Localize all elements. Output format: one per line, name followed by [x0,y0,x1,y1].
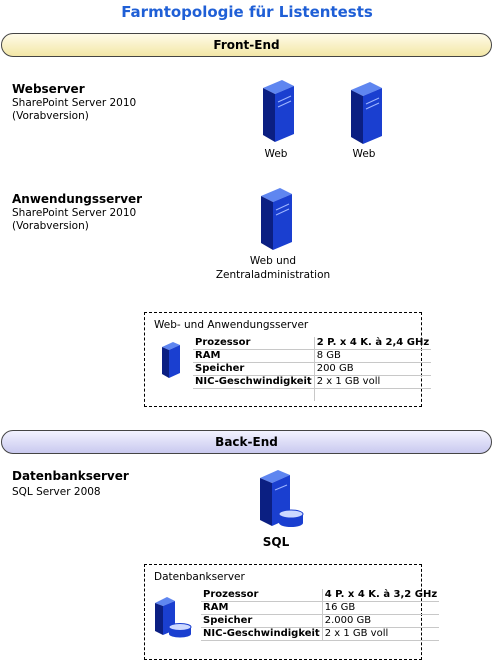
db-server-heading: Datenbankserver [12,469,129,483]
spec-box-title: Web- und Anwendungsserver [154,319,309,331]
db-spec-box: Datenbankserver Prozessor 4 P. x 4 K. à … [144,564,440,660]
server-icon [162,342,180,378]
spec-value: 8 GB [313,349,432,363]
spec-key: Speicher [201,614,323,628]
spec-value: 2 x 1 GB voll [313,375,432,389]
spec-row-storage: Speicher 200 GB [193,362,432,376]
webserver-sub-version: (Vorabversion) [12,110,89,122]
spec-row-processor: Prozessor 2 P. x 4 K. à 2,4 GHz [193,337,432,350]
spec-key-empty [193,389,314,402]
spec-row-ram: RAM 16 GB [201,601,440,615]
spec-box-title: Datenbankserver [154,571,245,583]
app-server-sub-version: (Vorabversion) [12,220,89,232]
spec-value: 2.000 GB [321,614,440,628]
spec-value: 2 P. x 4 K. à 2,4 GHz [313,337,432,350]
spec-key: NIC-Geschwindigkeit [201,627,323,641]
server-icon [351,82,382,144]
spec-value: 200 GB [313,362,432,376]
database-server-icon [260,470,304,527]
server-icon [263,80,294,142]
spec-key: RAM [193,349,315,363]
database-server-icon [155,597,192,638]
app-server-label-line2: Zentraladministration [215,269,331,281]
spec-row-empty [193,388,432,402]
server-label-web-1: Web [264,148,288,160]
web-app-spec-box: Web- und Anwendungsserver Prozessor 2 P.… [144,312,432,407]
webserver-sub-product: SharePoint Server 2010 [12,97,137,109]
spec-row-nic: NIC-Geschwindigkeit 2 x 1 GB voll [193,375,432,389]
spec-key: NIC-Geschwindigkeit [193,375,315,389]
server-icon [261,188,292,250]
db-spec-table: Prozessor 4 P. x 4 K. à 3,2 GHz RAM 16 G… [201,589,440,641]
web-app-spec-table: Prozessor 2 P. x 4 K. à 2,4 GHz RAM 8 GB… [193,337,432,402]
webserver-heading: Webserver [12,82,85,96]
back-end-band: Back-End [1,430,492,454]
spec-row-storage: Speicher 2.000 GB [201,614,440,628]
db-server-sub-product: SQL Server 2008 [12,486,101,498]
spec-row-nic: NIC-Geschwindigkeit 2 x 1 GB voll [201,627,440,641]
spec-value: 2 x 1 GB voll [321,627,440,641]
spec-row-ram: RAM 8 GB [193,349,432,363]
front-end-band: Front-End [1,33,492,57]
db-server-label: SQL [262,535,290,549]
app-server-heading: Anwendungsserver [12,192,143,206]
spec-value: 16 GB [321,601,440,615]
spec-key: Prozessor [193,337,315,350]
spec-key: RAM [201,601,323,615]
spec-value-empty [313,388,432,401]
spec-key: Speicher [193,362,315,376]
spec-key: Prozessor [201,589,323,602]
app-server-label-line1: Web und [249,255,297,267]
page-title: Farmtopologie für Listentests [121,3,373,21]
spec-row-processor: Prozessor 4 P. x 4 K. à 3,2 GHz [201,589,440,602]
app-server-sub-product: SharePoint Server 2010 [12,207,137,219]
spec-value: 4 P. x 4 K. à 3,2 GHz [321,589,440,602]
server-label-web-2: Web [352,148,376,160]
